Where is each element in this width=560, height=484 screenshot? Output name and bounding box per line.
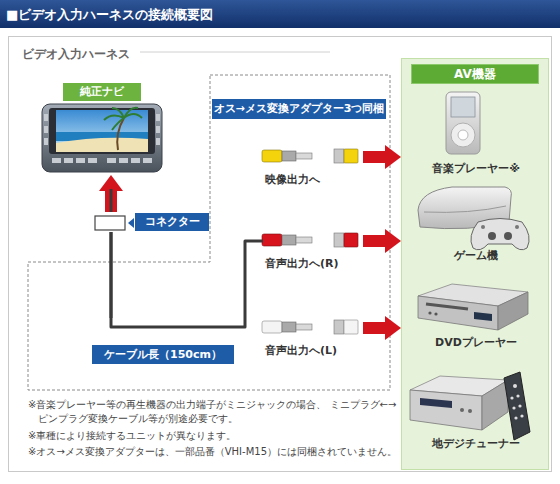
device-label: 地デジチューナー: [406, 436, 546, 451]
device-box: 地デジチューナー: [406, 362, 546, 457]
audio-plug-l: 音声出力へ(L): [263, 318, 363, 360]
harness-panel: ビデオ入力ハーネス純正ナビコネクター 映像出力へ音声出力へ(R) 音声出力へ(L) A…: [8, 36, 552, 472]
av-heading: AV機器: [411, 64, 539, 84]
connector-label: コネクター: [135, 213, 209, 231]
callout-pointer: [128, 218, 134, 228]
harness-cable: [111, 232, 263, 327]
dvd-player-icon: [418, 284, 528, 330]
signal-arrow: [363, 322, 385, 334]
device-box: DVDプレーヤー: [406, 274, 546, 354]
connector-symbol: [95, 216, 125, 230]
plug-label: 音声出力へ(R): [265, 256, 339, 271]
rca-plug-yellow: [262, 149, 358, 163]
harness-cable: [110, 232, 113, 318]
harness-cable: [110, 189, 113, 212]
device-label: ゲーム機: [406, 248, 546, 263]
rca-plug-white: [262, 320, 358, 334]
music-player-icon: [446, 92, 480, 154]
title-bar: ■ビデオ入力ハーネスの接続概要図: [0, 0, 560, 28]
navi-unit: [42, 104, 162, 172]
navi-label: 純正ナビ: [63, 83, 141, 101]
rca-plug-red: [262, 233, 358, 247]
game-console-icon: [418, 187, 529, 250]
audio-plug-r: 音声出力へ(R): [263, 231, 363, 273]
navi-box: 純正ナビ: [41, 81, 166, 175]
panel-heading: ビデオ入力ハーネス: [22, 46, 130, 63]
device-label: 音楽プレーヤー※: [406, 161, 546, 176]
harness-outline: [28, 75, 390, 390]
signal-arrow: [105, 191, 117, 212]
connector-box: コネクター: [93, 212, 213, 232]
device-label: DVDプレーヤー: [406, 335, 546, 350]
heading-rule: [140, 52, 330, 53]
device-box: 音楽プレーヤー※: [406, 90, 546, 182]
tuner-icon: [410, 372, 530, 440]
av-panel: AV機器音楽プレーヤー※ ゲーム機 DVDプレーヤー地デジチューナー: [401, 58, 549, 470]
plug-label: 音声出力へ(L): [265, 343, 337, 358]
signal-arrow: [363, 151, 385, 163]
video-plug: 映像出力へ: [263, 147, 363, 189]
signal-arrow: [363, 235, 385, 247]
diagram-title: ■ビデオ入力ハーネスの接続概要図: [6, 6, 213, 24]
plug-label: 映像出力へ: [265, 172, 320, 187]
device-box: ゲーム機: [406, 185, 546, 267]
